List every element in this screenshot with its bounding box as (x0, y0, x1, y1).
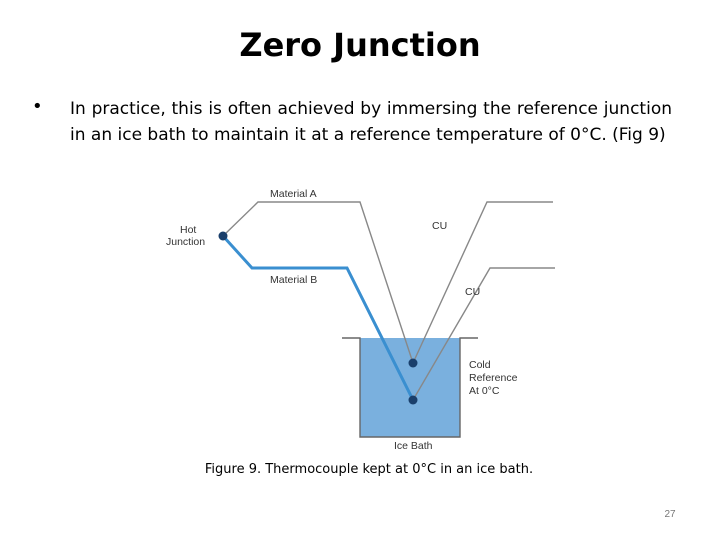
cu-wire-top (412, 201, 553, 364)
cu-wire-bottom (412, 267, 555, 401)
ice-bath-container (342, 337, 478, 438)
ice-bath-label: Ice Bath (394, 440, 433, 452)
page-number: 27 (664, 509, 676, 520)
cold-junction-dot-lower (408, 395, 418, 405)
material-b-wire (221, 234, 415, 401)
cu-label-bottom: CU (465, 286, 480, 298)
material-a-label: Material A (270, 188, 317, 200)
figure-caption: Figure 9. Thermocouple kept at 0°C in an… (204, 462, 534, 477)
bullet-marker: • (32, 96, 43, 117)
cold-reference-label-line2: Reference (469, 372, 518, 384)
hot-junction-label-line1: Hot (180, 224, 196, 236)
bullet-point: • In practice, this is often achieved by… (32, 96, 672, 148)
cold-reference-label-line3: At 0°C (469, 385, 500, 397)
material-b-label: Material B (270, 274, 317, 286)
hot-junction-dot (218, 231, 228, 241)
hot-junction-label-line2: Junction (166, 236, 205, 248)
slide-title: Zero Junction (239, 26, 481, 64)
material-a-wire (222, 201, 414, 364)
cold-reference-label-line1: Cold (469, 359, 491, 371)
cold-junction-dot-upper (408, 358, 418, 368)
bullet-text: In practice, this is often achieved by i… (70, 99, 672, 145)
cu-label-top: CU (432, 220, 447, 232)
